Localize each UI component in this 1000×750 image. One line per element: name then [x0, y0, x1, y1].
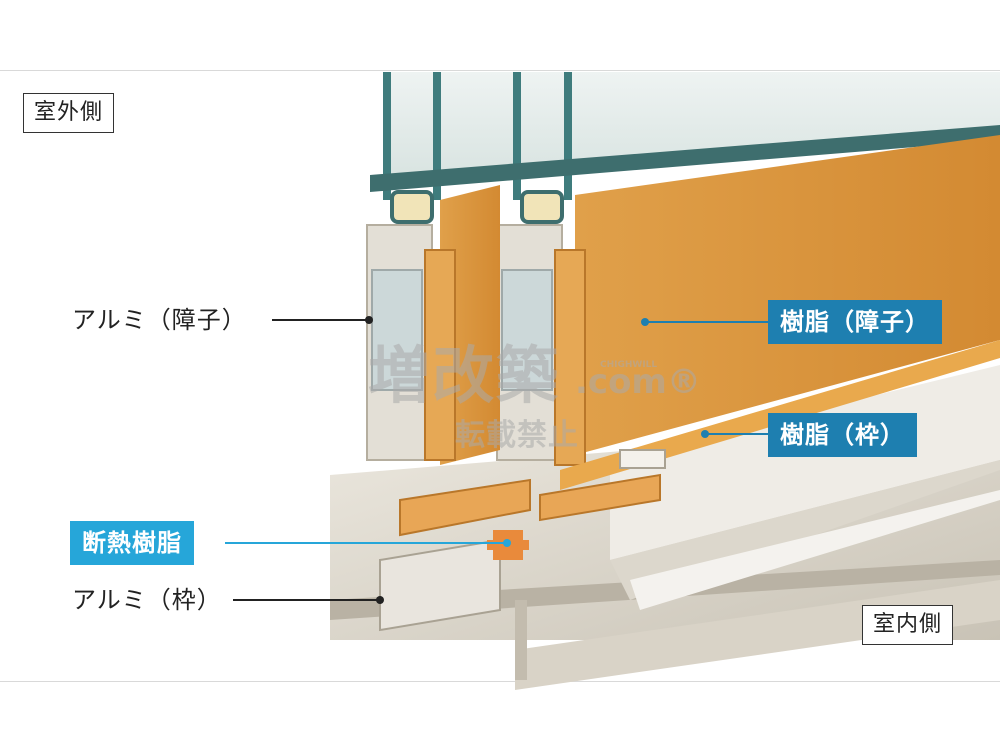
insulating-resin-callout: 断熱樹脂 — [70, 521, 194, 565]
watermark-brand: CHIGHWILL — [600, 360, 658, 370]
glass-spacers — [390, 190, 564, 224]
indoor-side-label: 室内側 — [862, 605, 954, 645]
glass-panes — [370, 72, 1000, 200]
outdoor-side-label: 室外側 — [23, 93, 115, 133]
leader-lines — [225, 316, 768, 604]
resin-frame-callout: 樹脂（枠） — [768, 413, 917, 457]
watermark-dotcom: .com® — [575, 362, 701, 402]
aluminum-sash-label: アルミ（障子） — [72, 306, 247, 334]
aluminum-sash-profiles — [366, 224, 563, 461]
watermark-no-reprint: 転載禁止 — [455, 418, 579, 453]
resin-sash-profiles — [424, 135, 1000, 466]
resin-sash-callout: 樹脂（障子） — [768, 300, 942, 344]
watermark-main: 増改築 — [368, 339, 561, 412]
aluminum-frame-label: アルミ（枠） — [72, 586, 222, 614]
